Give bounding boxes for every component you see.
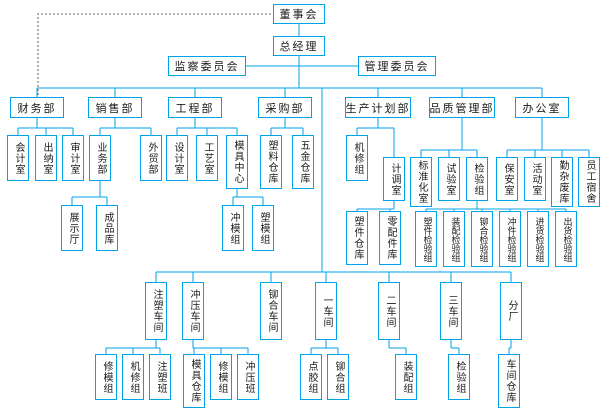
node-activity-room: 活动室 <box>524 157 546 201</box>
node-w2-mold-warehouse: 模具仓库 <box>183 354 205 408</box>
node-engineering-dept: 工程部 <box>168 97 222 118</box>
node-purchasing-dept: 采购部 <box>258 97 312 118</box>
node-workshop-one: 一车间 <box>315 282 337 340</box>
node-riveting-team: 铆合组 <box>327 354 349 400</box>
node-plastic-mold-team: 塑模组 <box>252 205 274 251</box>
node-finance-dept: 财务部 <box>10 97 64 118</box>
dotted-connector <box>37 13 275 97</box>
node-workshop-three: 三车间 <box>440 282 462 340</box>
node-business-dept: 业务部 <box>89 135 111 181</box>
node-production-planning-dept: 生产计划部 <box>345 97 411 118</box>
node-plastic-parts-warehouse: 塑件仓库 <box>346 211 368 265</box>
node-plastic-inspection-team: 塑件检验组 <box>415 211 437 267</box>
node-cashier-room: 出纳室 <box>35 135 57 181</box>
node-staff-dorm: 员工宿舍 <box>578 157 600 207</box>
node-test-lab: 试验室 <box>438 157 460 201</box>
node-riveting-inspection-team: 铆合检验组 <box>471 211 493 267</box>
node-machine-repair-team: 机修组 <box>346 135 368 181</box>
node-design-room: 设计室 <box>166 135 188 181</box>
node-outgoing-inspection-team: 出货检验组 <box>555 211 577 267</box>
node-dispatch-room: 计调室 <box>383 157 405 201</box>
node-management-committee: 管理委员会 <box>358 56 436 76</box>
node-hardware-warehouse: 五金仓库 <box>292 135 314 189</box>
node-supervisory-committee: 监察委员会 <box>168 56 246 76</box>
node-audit-room: 审计室 <box>62 135 84 181</box>
node-workshop-two: 二车间 <box>378 282 400 340</box>
node-branch-factory: 分厂 <box>500 282 522 340</box>
node-w1-mold-repair-team: 修模组 <box>95 354 117 400</box>
node-w2-mold-repair-team: 修模组 <box>210 354 232 400</box>
node-w1-injection-class: 注塑班 <box>149 354 171 400</box>
node-showroom: 展示厅 <box>61 205 83 251</box>
node-injection-workshop: 注塑车间 <box>145 282 167 340</box>
node-misc-storage: 勤杂废库 <box>551 157 573 207</box>
node-standardization-room: 标准化室 <box>410 157 432 207</box>
node-plastic-warehouse: 塑料仓库 <box>260 135 282 189</box>
node-assembly-team: 装配组 <box>395 354 417 400</box>
node-process-room: 工艺室 <box>196 135 218 181</box>
node-stamping-inspection-team: 冲件检验组 <box>499 211 521 267</box>
node-inspection-group: 检验组 <box>466 157 488 201</box>
node-mold-center: 模具中心 <box>226 135 248 189</box>
node-dispensing-team: 点胶组 <box>300 354 322 400</box>
node-incoming-inspection-team: 进货检验组 <box>527 211 549 267</box>
node-foreign-trade-dept: 外贸部 <box>140 135 162 181</box>
node-stamping-mold-team: 冲模组 <box>222 205 244 251</box>
solid-connectors <box>17 24 590 354</box>
node-w2-stamping-class: 冲压班 <box>237 354 259 400</box>
node-riveting-workshop: 铆合车间 <box>260 282 282 340</box>
node-accounting-room: 会计室 <box>7 135 29 181</box>
node-spare-parts-warehouse: 零配件库 <box>379 211 401 265</box>
node-office: 办公室 <box>515 97 569 118</box>
node-general-manager: 总经理 <box>273 36 325 56</box>
node-sales-dept: 销售部 <box>88 97 142 118</box>
node-w1-machine-repair-team: 机修组 <box>122 354 144 400</box>
node-stamping-workshop: 冲压车间 <box>182 282 204 340</box>
node-assembly-inspection-team: 装配检验组 <box>443 211 465 267</box>
node-security-room: 保安室 <box>496 157 518 201</box>
node-inspection-team: 检验组 <box>448 354 470 400</box>
node-board: 董事会 <box>273 4 325 24</box>
node-workshop-warehouse: 车间仓库 <box>498 354 520 408</box>
node-quality-dept: 品质管理部 <box>429 97 495 118</box>
node-finished-goods-warehouse: 成品库 <box>96 205 118 251</box>
